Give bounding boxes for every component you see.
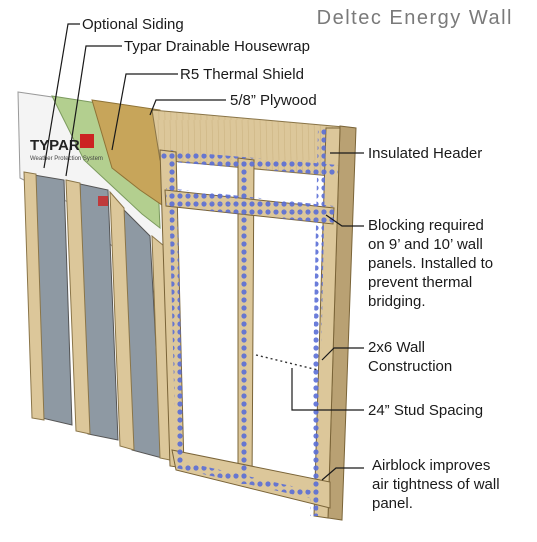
siding-battens — [23, 171, 171, 461]
blocking-line-4: prevent thermal — [368, 274, 473, 291]
label-thermal-shield: R5 Thermal Shield — [180, 66, 304, 83]
label-plywood: 5/8” Plywood — [230, 92, 317, 109]
airblock-line-1: Airblock improves — [372, 457, 491, 474]
label-insulated-header: Insulated Header — [368, 145, 483, 162]
airblock-seal — [160, 128, 338, 516]
blocking-line-1: Blocking required — [368, 217, 484, 234]
siding-panels — [33, 174, 163, 459]
blocking-line-5: bridging. — [368, 293, 426, 310]
label-optional-siding: Optional Siding — [82, 16, 184, 33]
typar-logo-tagline: Weather Protection System — [30, 156, 103, 162]
typar-logo: TYPAR Weather Protection System — [30, 134, 108, 206]
plywood-layer — [91, 99, 163, 206]
wall-construction-line-2: Construction — [368, 358, 453, 375]
label-stud-spacing: 24” Stud Spacing — [368, 402, 484, 419]
airblock-line-2: air tightness of wall — [372, 476, 500, 493]
stud-spacing-dotted-line — [255, 354, 319, 371]
label-housewrap: Typar Drainable Housewrap — [124, 38, 310, 55]
label-blocking: Blocking required on 9’ and 10’ wall pan… — [368, 216, 493, 311]
leader-lines — [43, 23, 364, 481]
label-airblock: Airblock improves air tightness of wall … — [372, 456, 500, 513]
airblock-line-3: panel. — [372, 495, 413, 512]
typar-logo-mark — [80, 134, 94, 148]
wall-construction-line-1: 2x6 Wall — [368, 339, 425, 356]
typar-logo-mark-2 — [98, 196, 108, 206]
blocking-line-2: on 9’ and 10’ wall — [368, 236, 483, 253]
blocking-line-3: panels. Installed to — [368, 255, 494, 272]
page-title: Deltec Energy Wall — [316, 7, 513, 29]
label-wall-construction: 2x6 Wall Construction — [368, 338, 452, 376]
typar-logo-text: TYPAR — [30, 137, 80, 154]
